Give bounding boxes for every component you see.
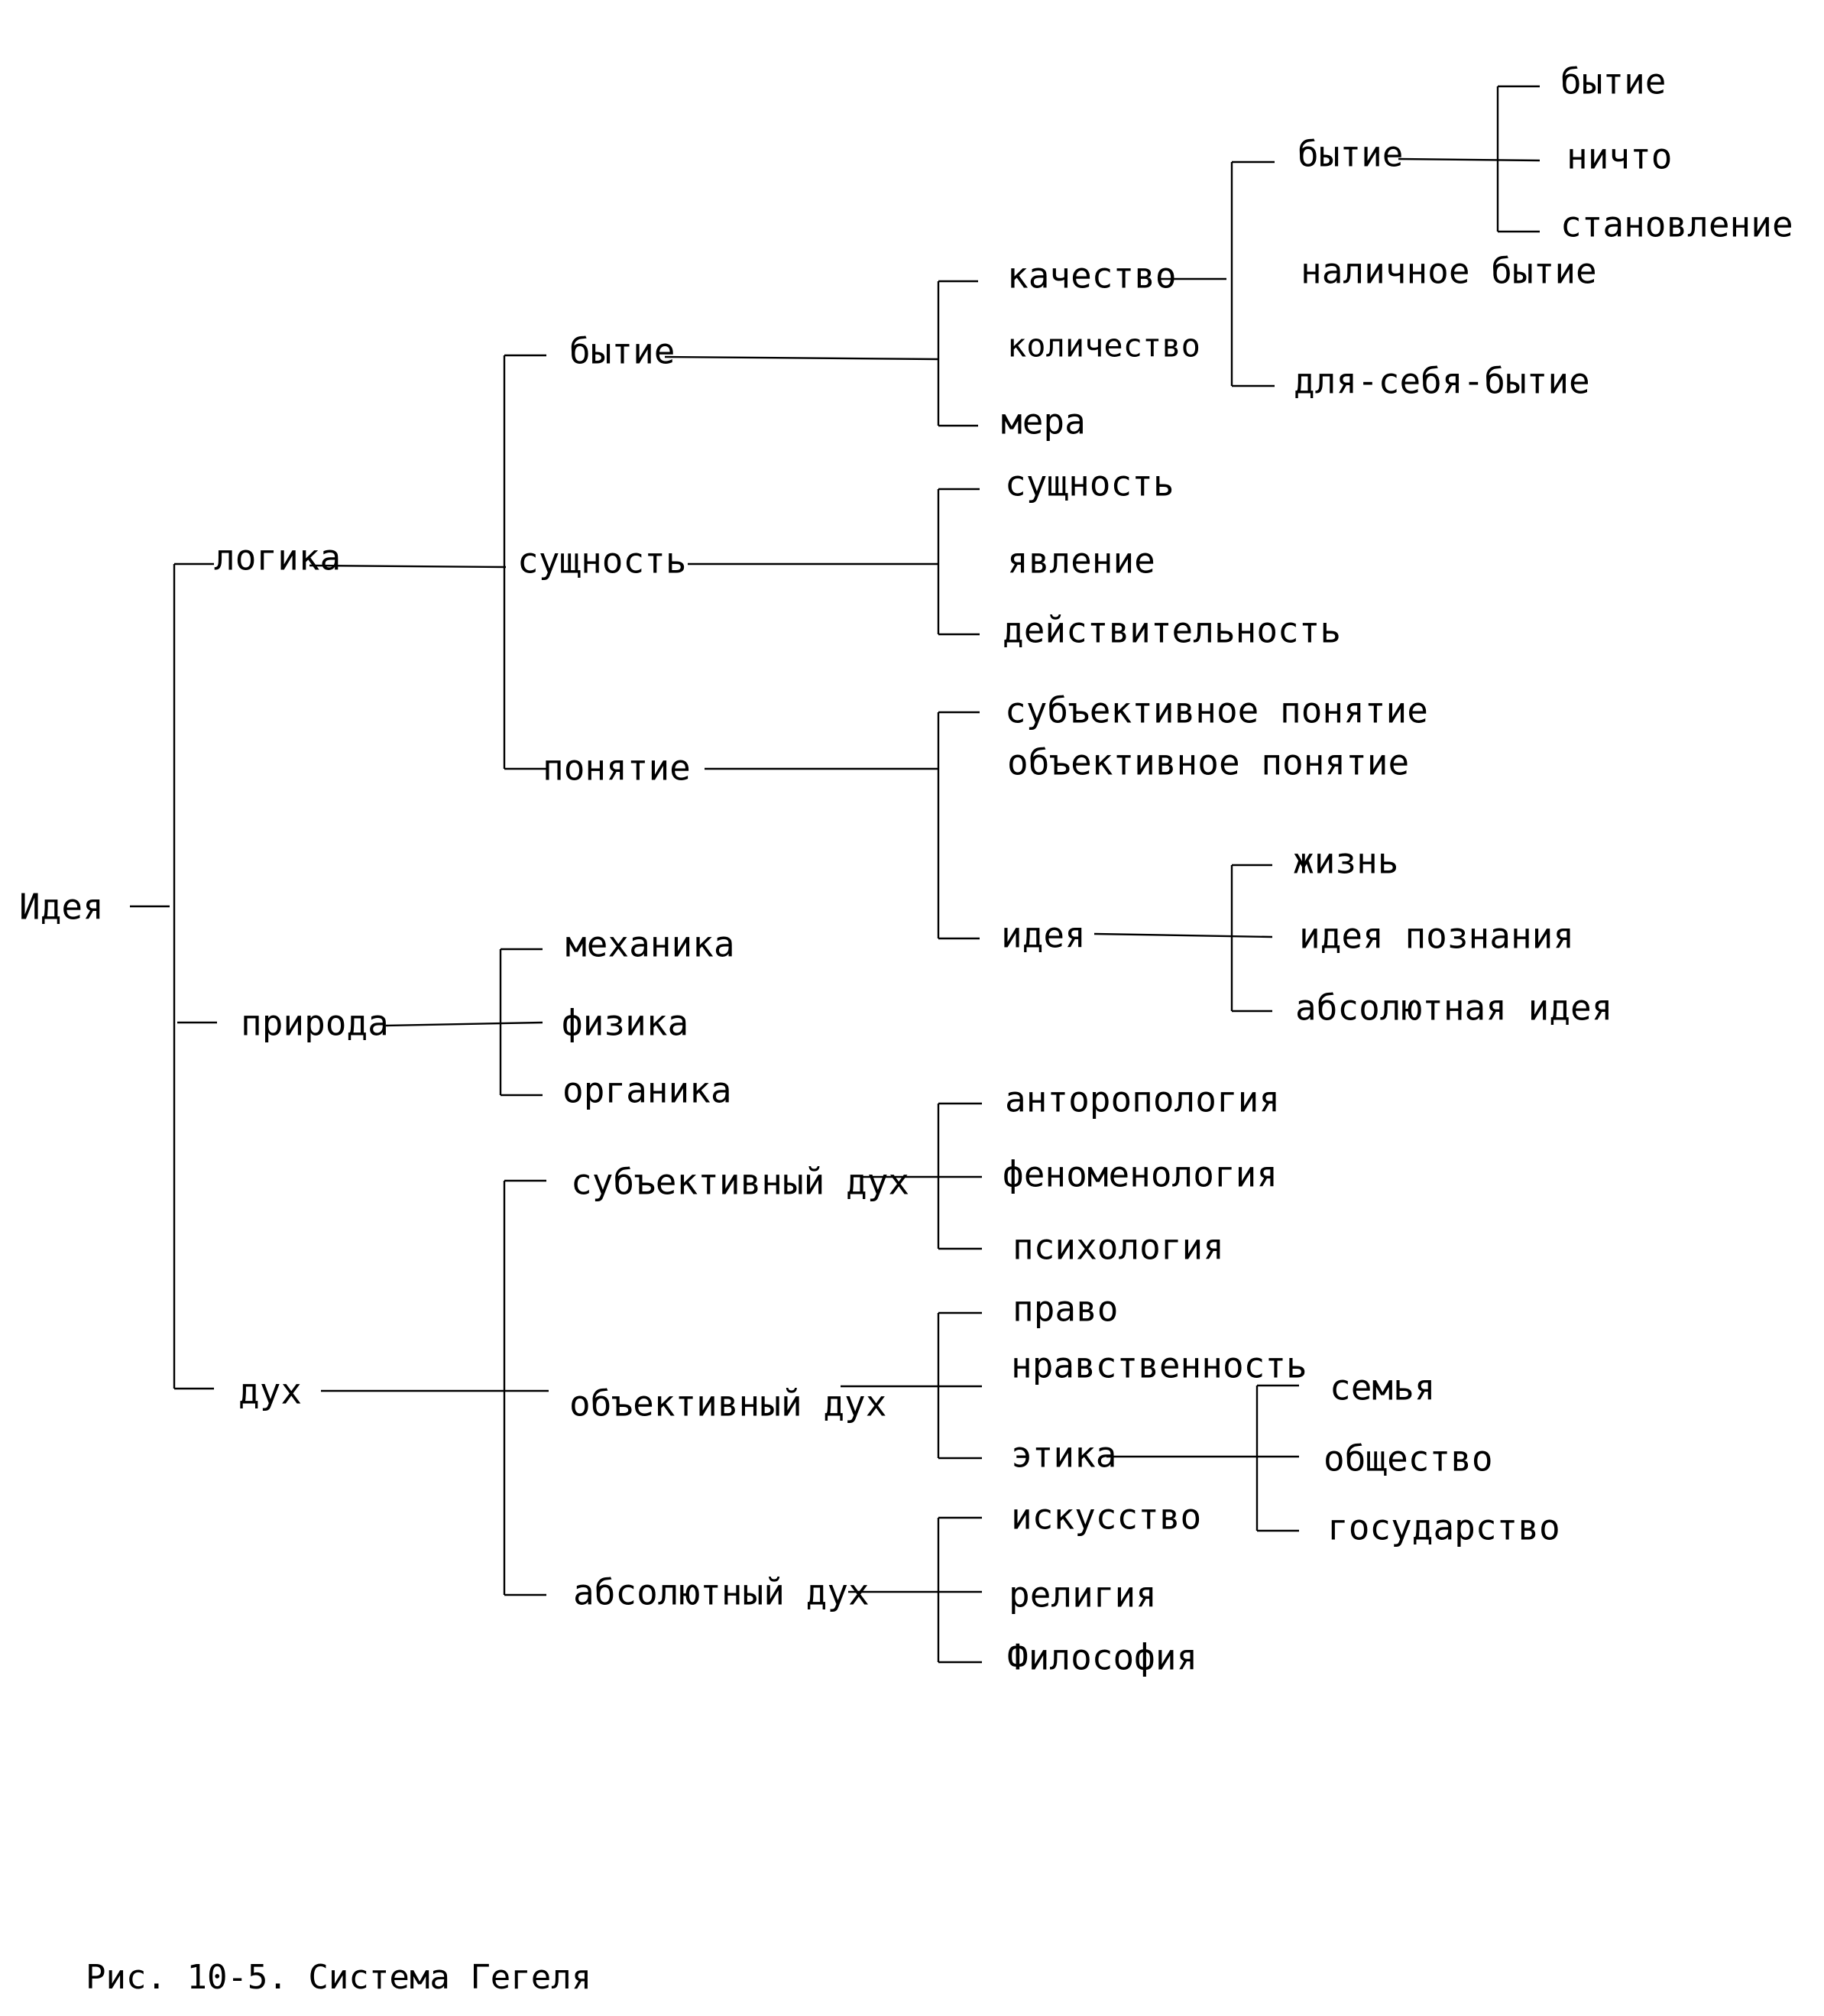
node-society: общество — [1323, 1438, 1493, 1480]
node-essence-2: сущность — [1005, 463, 1174, 504]
node-physics: физика — [562, 1003, 688, 1044]
node-religion: религия — [1009, 1574, 1157, 1616]
connector-line — [309, 564, 507, 569]
node-ethics: этика — [1011, 1434, 1116, 1476]
node-being-2: бытие — [1298, 134, 1403, 175]
node-quantity: количество — [1007, 327, 1200, 365]
node-determinate-being: наличное бытие — [1301, 251, 1597, 292]
node-subjective-concept: субъективное понятие — [1005, 690, 1428, 731]
figure-caption: Рис. 10-5. Система Гегеля — [86, 1958, 591, 1997]
node-absolute-idea: абсолютная идея — [1295, 987, 1612, 1029]
node-state: государство — [1327, 1507, 1560, 1548]
node-law: право — [1012, 1288, 1118, 1330]
node-nothing: ничто — [1566, 136, 1672, 177]
node-subjective-spirit: субъективный дух — [571, 1162, 909, 1203]
node-appearance: явление — [1007, 540, 1155, 582]
connector-lines — [130, 85, 1541, 1664]
node-morality: нравственность — [1011, 1345, 1307, 1386]
node-objective-concept: объективное понятие — [1007, 742, 1409, 783]
node-spirit: дух — [238, 1371, 302, 1412]
node-family: семья — [1330, 1367, 1435, 1408]
node-anthropology: анторопология — [1005, 1079, 1280, 1120]
node-phenomenology: феноменология — [1003, 1154, 1278, 1195]
node-life: жизнь — [1293, 841, 1398, 882]
node-root: Идея — [19, 886, 104, 928]
node-measure: мера — [1001, 401, 1086, 442]
connector-line — [664, 355, 939, 361]
node-idea: идея — [1001, 915, 1086, 956]
node-labels: Идея логика природа дух бытие сущность п… — [19, 61, 1793, 1678]
node-mechanics: механика — [565, 924, 735, 965]
node-art: искусство — [1011, 1496, 1201, 1538]
node-being: бытие — [569, 331, 675, 372]
node-organics: органика — [562, 1070, 732, 1111]
node-objective-spirit: объективный дух — [569, 1383, 886, 1424]
node-absolute-spirit: абсолютный дух — [573, 1572, 870, 1613]
connector-line — [1093, 932, 1273, 938]
node-concept: понятие — [543, 747, 691, 789]
node-psychology: психология — [1012, 1227, 1224, 1268]
node-actuality: действительность — [1003, 610, 1341, 651]
node-being-for-self: для-себя-бытие — [1294, 361, 1590, 402]
node-becoming: становление — [1560, 204, 1793, 245]
node-nature: природа — [241, 1003, 389, 1044]
connector-line — [385, 1021, 543, 1027]
node-logic: логика — [214, 537, 341, 579]
connector-line — [1398, 157, 1541, 162]
node-idea-of-cognition: идея познания — [1299, 916, 1574, 957]
node-being-3: бытие — [1560, 61, 1666, 102]
node-quality: качество — [1007, 255, 1177, 297]
node-philosophy: Философия — [1007, 1637, 1197, 1678]
node-essence: сущность — [517, 540, 687, 582]
